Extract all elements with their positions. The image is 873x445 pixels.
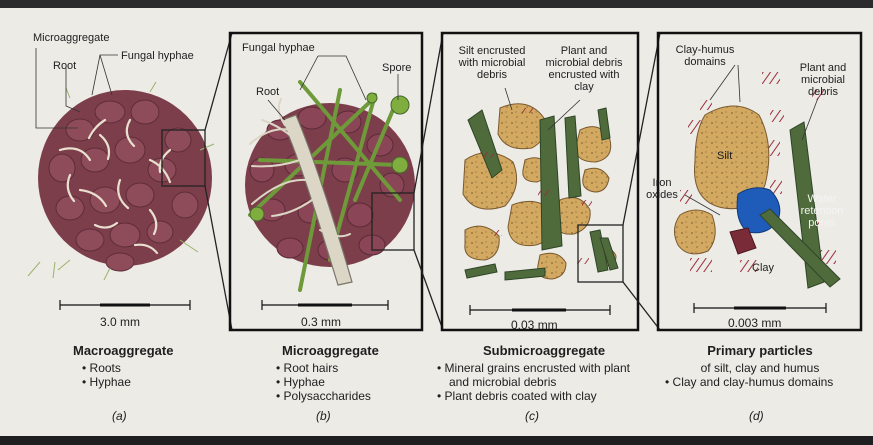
caption-item-a-2: Hyphae	[82, 376, 131, 389]
caption-item-d-2: Clay and clay-humus domains	[665, 376, 833, 389]
scale-label-b: 0.3 mm	[301, 316, 341, 328]
caption-item-b-1: Root hairs	[276, 362, 338, 375]
label-plant-debris-c-3: encrusted with	[538, 69, 630, 81]
label-plant-debris-d-2: microbial	[794, 74, 852, 86]
caption-title-a: Macroaggregate	[73, 345, 173, 357]
label-root-a: Root	[53, 60, 76, 72]
subfigure-label-a: (a)	[112, 410, 127, 422]
scale-label-c: 0.03 mm	[511, 319, 558, 331]
label-silt-encrusted-1: Silt encrusted	[452, 45, 532, 57]
label-iron-oxides-1: Iron	[640, 177, 684, 189]
subfigure-label-b: (b)	[316, 410, 331, 422]
label-plant-debris-d-3: debris	[794, 86, 852, 98]
label-silt-encrusted-2: with microbial	[452, 57, 532, 69]
submicroaggregate-illustration	[463, 88, 623, 282]
label-clay: Clay	[752, 262, 774, 274]
label-iron-oxides-2: oxides	[640, 189, 684, 201]
caption-item-c-1-cont: and microbial debris	[449, 376, 556, 389]
label-plant-debris-c-2: microbial debris	[538, 57, 630, 69]
label-silt-encrusted-3: debris	[452, 69, 532, 81]
scale-label-d: 0.003 mm	[728, 317, 781, 329]
caption-title-b: Microaggregate	[282, 345, 379, 357]
label-clay-humus-1: Clay-humus	[672, 44, 738, 56]
label-root-b: Root	[256, 86, 279, 98]
label-plant-debris-c-1: Plant and	[538, 45, 630, 57]
label-water-2: retention	[792, 205, 852, 217]
label-silt: Silt	[717, 150, 732, 162]
caption-item-b-2: Hyphae	[276, 376, 325, 389]
cropped-caption-strip	[0, 436, 873, 445]
label-plant-debris-d-1: Plant and	[794, 62, 852, 74]
label-water-3: pores	[792, 217, 852, 229]
label-spore: Spore	[382, 62, 411, 74]
caption-item-a-1: Roots	[82, 362, 121, 375]
caption-item-b-3: Polysaccharides	[276, 390, 371, 403]
subfigure-label-c: (c)	[525, 410, 539, 422]
caption-item-c-2: Plant debris coated with clay	[437, 390, 597, 403]
zoom-lines-b-c	[414, 33, 443, 330]
label-plant-debris-c-4: clay	[538, 81, 630, 93]
caption-item-c-1: Mineral grains encrusted with plant	[437, 362, 630, 375]
subfigure-label-d: (d)	[749, 410, 764, 422]
primary-particles-illustration	[674, 65, 840, 288]
label-microaggregate: Microaggregate	[33, 32, 109, 44]
caption-item-d-1: of silt, clay and humus	[680, 362, 840, 375]
label-clay-humus-2: domains	[672, 56, 738, 68]
label-water-1: Water	[792, 193, 852, 205]
macroaggregate-illustration	[28, 48, 214, 280]
caption-title-c: Submicroaggregate	[483, 345, 605, 357]
caption-title-d: Primary particles	[680, 345, 840, 357]
scale-label-a: 3.0 mm	[100, 316, 140, 328]
label-fungal-hyphae-a: Fungal hyphae	[121, 50, 194, 62]
label-fungal-hyphae-b: Fungal hyphae	[242, 42, 315, 54]
